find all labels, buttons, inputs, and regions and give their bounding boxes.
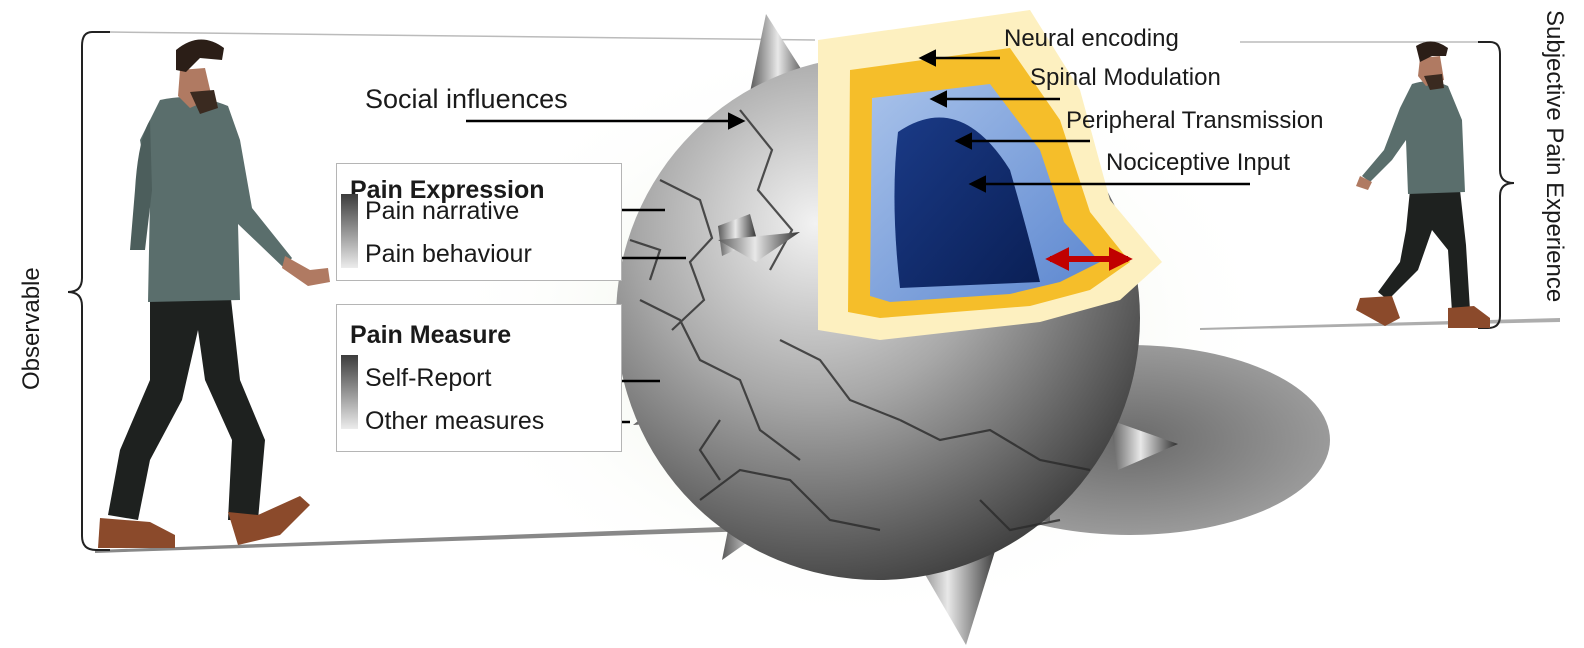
pain-behaviour-label: Pain behaviour [365,240,532,269]
subjective-bracket [1478,42,1514,328]
social-influences-label: Social influences [365,86,568,113]
expression-gradient-bar [341,194,358,268]
observable-bracket [68,32,110,550]
person-left-illustration [98,39,330,548]
person-right-illustration [1356,41,1490,328]
self-report-label: Self-Report [365,364,491,393]
observable-top-line [110,32,815,40]
pain-narrative-label: Pain narrative [365,197,519,226]
layer-label-peripheral-transmission: Peripheral Transmission [1066,109,1323,133]
pain-measure-title: Pain Measure [350,321,511,350]
subjective-pain-experience-label: Subjective Pain Experience [1540,10,1568,302]
layer-label-neural-encoding: Neural encoding [1004,27,1179,51]
pain-expression-box: Pain Expression Pain narrative Pain beha… [336,163,622,281]
observable-label: Observable [18,267,46,390]
pain-measure-box: Pain Measure Self-Report Other measures [336,304,622,452]
measure-gradient-bar [341,355,358,429]
other-measures-label: Other measures [365,407,544,436]
layer-label-nociceptive-input: Nociceptive Input [1106,151,1290,175]
layer-label-spinal-modulation: Spinal Modulation [1030,66,1221,90]
